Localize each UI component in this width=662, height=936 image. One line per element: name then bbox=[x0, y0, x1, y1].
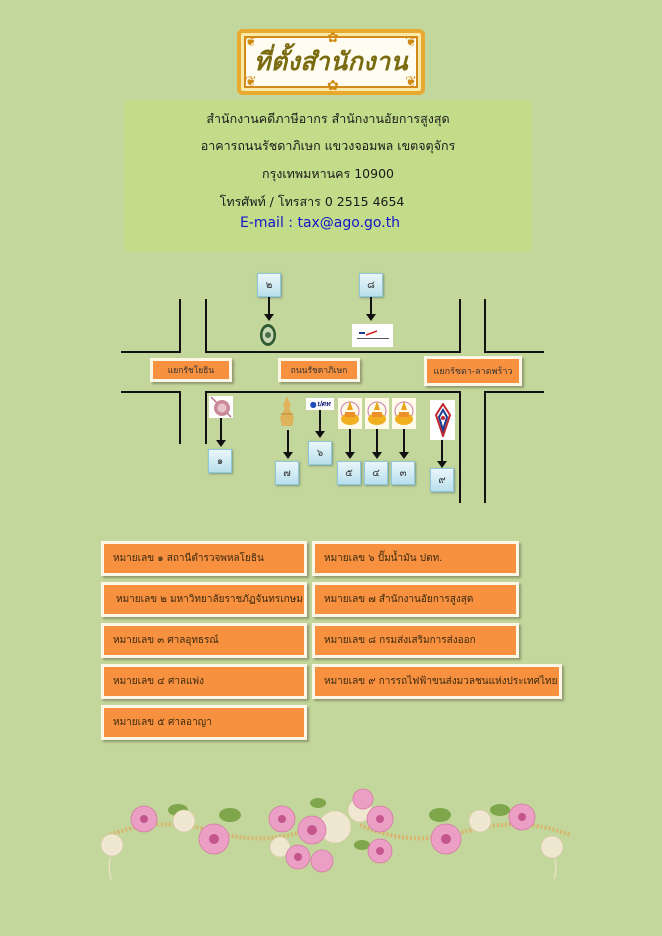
marker-7[interactable]: ๗ bbox=[275, 461, 299, 485]
road-edge bbox=[484, 351, 544, 353]
road-label-ratchada-ladprao: แยกรัชดา-ลาดพร้าว bbox=[424, 356, 522, 386]
court-emblem-icon bbox=[338, 398, 362, 429]
road-edge bbox=[484, 299, 486, 353]
marker-3[interactable]: ๓ bbox=[391, 461, 415, 485]
legend-item-4: หมายเลข ๔ ศาลแพ่ง bbox=[101, 664, 307, 699]
rose-center-icon bbox=[140, 813, 526, 861]
road-edge bbox=[205, 299, 207, 353]
legend-item-7: หมายเลข ๗ สำนักงานอัยการสูงสุด bbox=[312, 582, 519, 617]
arrow-icon bbox=[366, 297, 376, 321]
court-emblem-icon bbox=[365, 398, 389, 429]
arrow-icon bbox=[315, 410, 325, 438]
marker-2[interactable]: ๒ bbox=[257, 273, 281, 297]
office-phone: โทรศัพท์ / โทรสาร 0 2515 4654 bbox=[219, 194, 405, 209]
office-info-box: สำนักงานคดีภาษีอากร สำนักงานอัยการสูงสุด… bbox=[124, 100, 532, 252]
ornament-icon: ❦ bbox=[245, 34, 257, 50]
ornament-icon: ✿ bbox=[327, 30, 339, 46]
marker-4[interactable]: ๔ bbox=[364, 461, 388, 485]
arrow-icon bbox=[399, 429, 409, 459]
road-edge bbox=[484, 391, 486, 503]
arrow-icon bbox=[283, 430, 293, 459]
ptt-logo-text: ปตท bbox=[316, 399, 331, 408]
office-email-link[interactable]: E-mail : tax@ago.go.th bbox=[239, 215, 401, 231]
legend-item-5: หมายเลข ๕ ศาลอาญา bbox=[101, 705, 307, 740]
marker-8[interactable]: ๘ bbox=[359, 273, 383, 297]
road-edge bbox=[205, 391, 207, 444]
legend-item-9: หมายเลข ๙ การรถไฟฟ้าขนส่งมวลชนแห่งประเทศ… bbox=[312, 664, 562, 699]
road-edge bbox=[459, 299, 461, 353]
ornament-icon: ✿ bbox=[327, 78, 339, 94]
export-department-logo-icon bbox=[352, 324, 393, 347]
road-edge bbox=[179, 391, 181, 444]
office-city: กรุงเทพมหานคร 10900 bbox=[262, 166, 394, 181]
road-edge bbox=[205, 391, 461, 393]
ptt-flame-icon: ● bbox=[309, 399, 317, 409]
office-name: สำนักงานคดีภาษีอากร สำนักงานอัยการสูงสุด bbox=[206, 111, 450, 126]
mrta-logo-icon bbox=[430, 400, 455, 440]
arrow-icon bbox=[264, 297, 274, 321]
legend-item-3: หมายเลข ๓ ศาลอุทธรณ์ bbox=[101, 623, 307, 658]
arrow-icon bbox=[216, 418, 226, 447]
road-edge bbox=[484, 391, 544, 393]
marker-6[interactable]: ๖ bbox=[308, 441, 332, 465]
arrow-icon bbox=[437, 440, 447, 468]
page-title: ที่ตั้งสำนักงาน bbox=[253, 47, 409, 76]
ornament-icon: ❦ bbox=[405, 74, 417, 90]
court-emblem-icon bbox=[392, 398, 416, 429]
police-station-emblem-icon bbox=[209, 396, 233, 418]
road-label-ratchadaphisek: ถนนรัชดาภิเษก bbox=[278, 358, 360, 382]
legend-item-6: หมายเลข ๖ ปั๊มน้ำมัน ปตท. bbox=[312, 541, 519, 576]
road-edge bbox=[459, 391, 461, 503]
office-address: อาคารถนนรัชดาภิเษก แขวงจอมพล เขตจตุจักร bbox=[200, 138, 456, 153]
university-emblem-icon bbox=[259, 323, 277, 347]
legend-item-1: หมายเลข ๑ สถานีตำรวจพหลโยธิน bbox=[101, 541, 307, 576]
road-edge bbox=[121, 351, 181, 353]
legend-item-8: หมายเลข ๘ กรมส่งเสริมการส่งออก bbox=[312, 623, 519, 658]
road-label-ratchayothin: แยกรัชโยธิน bbox=[150, 358, 232, 382]
road-edge bbox=[121, 391, 181, 393]
arrow-icon bbox=[372, 429, 382, 459]
road-edge bbox=[205, 351, 461, 353]
white-flower-icon bbox=[100, 797, 564, 859]
marker-5[interactable]: ๕ bbox=[337, 461, 361, 485]
road-edge bbox=[179, 299, 181, 353]
legend-item-2: หมายเลข ๒ มหาวิทยาลัยราชภัฏจันทรเกษม bbox=[101, 582, 307, 617]
hanging-tendril bbox=[108, 856, 557, 881]
arrow-icon bbox=[345, 429, 355, 459]
marker-9[interactable]: ๙ bbox=[430, 468, 454, 492]
ornament-icon: ❦ bbox=[405, 34, 417, 50]
attorney-general-emblem-icon bbox=[277, 396, 297, 430]
flower-garland-decoration bbox=[100, 788, 571, 881]
ptt-logo-icon: ●ปตท bbox=[306, 398, 334, 410]
title-banner: ❦ ❦ ❦ ❦ ✿ ✿ ที่ตั้งสำนักงาน bbox=[237, 29, 425, 95]
leaves-icon bbox=[168, 798, 510, 850]
marker-1[interactable]: ๑ bbox=[208, 449, 232, 473]
ornament-icon: ❦ bbox=[245, 74, 257, 90]
